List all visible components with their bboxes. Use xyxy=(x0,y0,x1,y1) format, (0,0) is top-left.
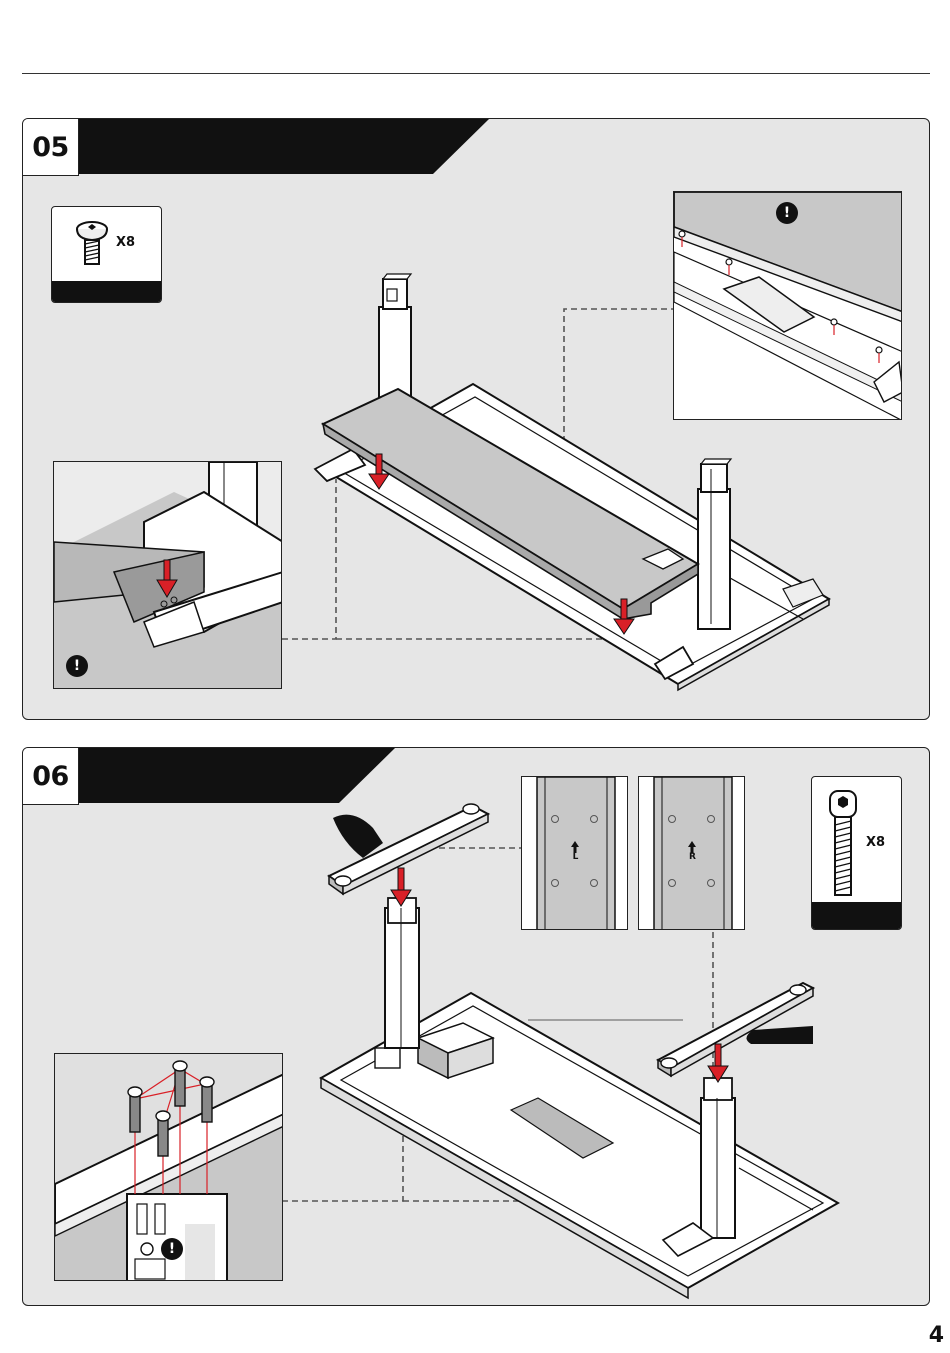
step-06-panel: 06 X8 L xyxy=(22,747,930,1306)
header-rule xyxy=(22,73,930,74)
detail-view-bolts: ! xyxy=(54,1053,283,1281)
page-number: 4 xyxy=(929,1323,944,1348)
warning-icon: ! xyxy=(161,1238,183,1260)
warning-icon: ! xyxy=(776,202,798,224)
detail-illustration xyxy=(674,192,902,420)
leader-line xyxy=(282,479,336,639)
detail-view-bracket: ! xyxy=(53,461,282,689)
warning-icon: ! xyxy=(66,655,88,677)
step-05-panel: 05 X8 xyxy=(22,118,930,720)
detail-view-screws: ! xyxy=(673,191,902,420)
detail-illustration xyxy=(54,462,282,689)
hand-icon xyxy=(333,815,383,858)
